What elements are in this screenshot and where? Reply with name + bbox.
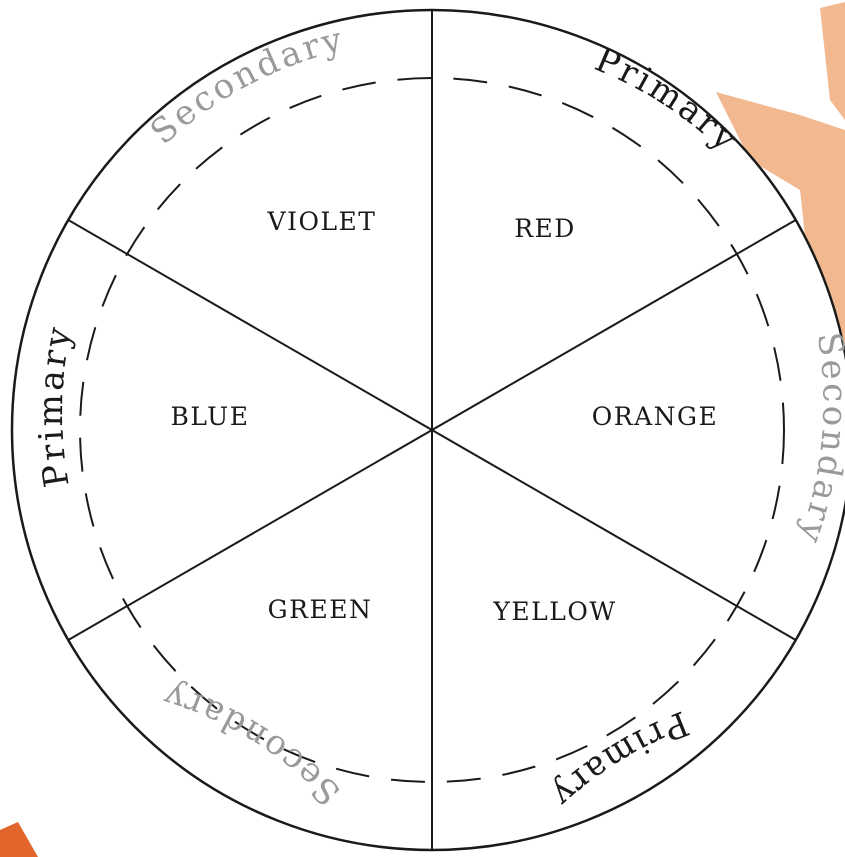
segment-label-green: GREEN [268,595,373,624]
segment-label-red: RED [514,214,576,243]
decorative-accent-shape-bottom-left [0,822,38,857]
segment-label-yellow: YELLOW [492,597,616,626]
segment-label-blue: BLUE [171,402,250,431]
decorative-accent-shape-top-right [820,2,845,120]
segment-label-orange: ORANGE [592,402,718,431]
segment-label-violet: VIOLET [267,207,377,236]
